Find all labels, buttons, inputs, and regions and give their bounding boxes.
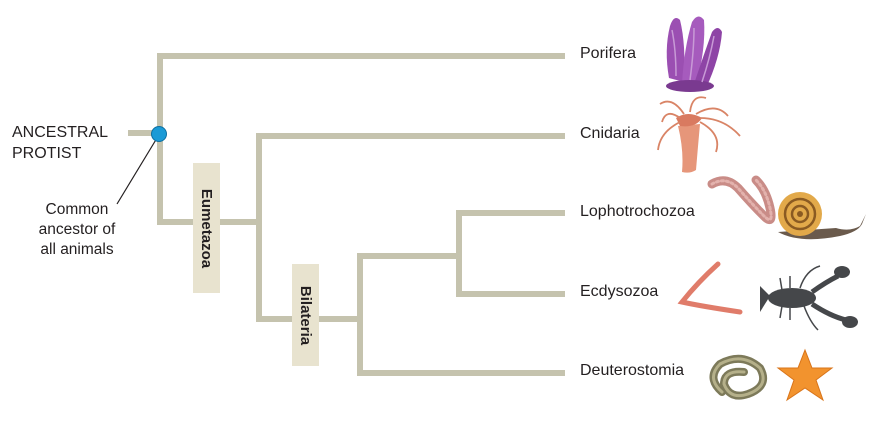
eel-and-sea-star-icon (709, 348, 834, 402)
taxon-label-lophotrochozoa: Lophotrochozoa (580, 203, 695, 220)
jellyfish-icon (657, 96, 741, 173)
root-label-line1: ANCESTRAL (12, 124, 109, 141)
worm-and-snail-icon (707, 175, 866, 240)
ancestor-note: Common ancestor of all animals (24, 200, 130, 260)
ancestor-node (151, 126, 167, 142)
sponge-icon (666, 16, 722, 92)
clade-label-bilateria: Bilateria (297, 285, 315, 345)
root-label-line2: PROTIST (12, 145, 82, 162)
taxon-label-porifera: Porifera (580, 45, 637, 62)
ancestor-note-line3: all animals (40, 241, 114, 258)
ancestor-note-line2: ancestor of (38, 221, 116, 238)
taxon-label-cnidaria: Cnidaria (580, 125, 640, 142)
clade-box-eumetazoa: Eumetazoa (193, 163, 220, 293)
nematode-and-crayfish-icon (677, 261, 858, 331)
taxon-label-deuterostomia: Deuterostomia (580, 362, 685, 379)
ancestor-note-line1: Common (45, 201, 109, 218)
clade-label-eumetazoa: Eumetazoa (198, 188, 216, 268)
taxon-label-ecdysozoa: Ecdysozoa (580, 283, 659, 300)
root-label: ANCESTRAL PROTIST (12, 122, 108, 164)
ancestor-pointer-line (116, 137, 158, 205)
clade-box-bilateria: Bilateria (292, 264, 319, 366)
